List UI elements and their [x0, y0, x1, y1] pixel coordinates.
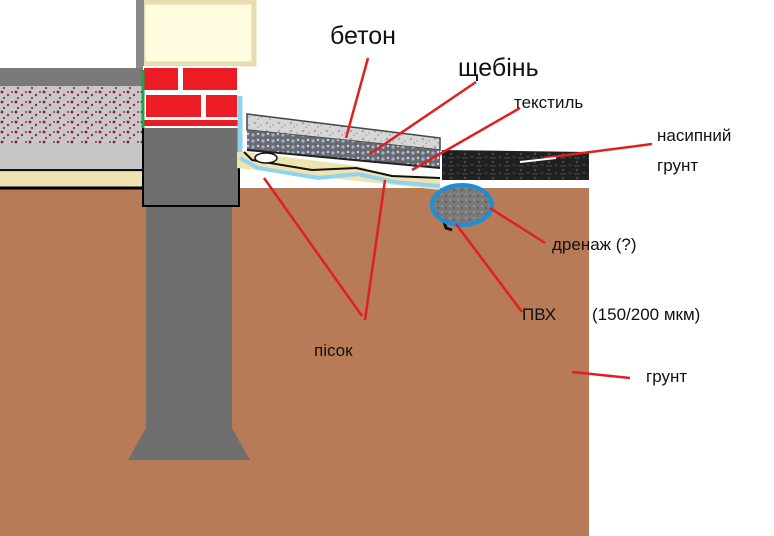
foundation-column — [128, 126, 250, 460]
label-fill-soil-2: грунт — [657, 156, 698, 175]
small-pipe — [254, 152, 278, 164]
window-frame — [140, 0, 257, 67]
label-textile: текстиль — [514, 93, 583, 112]
floor-slab-sand — [0, 172, 146, 188]
label-pvc: ПВХ — [522, 305, 556, 324]
label-gravel: щебінь — [458, 54, 539, 82]
drainage-pipe — [430, 183, 494, 227]
label-fill-soil-1: насипний — [657, 126, 731, 145]
foundation-top — [142, 125, 240, 207]
leader-lines — [262, 57, 653, 380]
soil-ground — [0, 188, 589, 536]
gravel-layer — [247, 130, 440, 168]
floor-slab-insulation — [0, 86, 146, 144]
label-sand: пісок — [314, 341, 353, 360]
textile-line — [246, 149, 441, 169]
label-soil: грунт — [646, 367, 687, 386]
pvc-membrane — [239, 156, 441, 188]
label-pvc-thickness: (150/200 мкм) — [592, 305, 700, 324]
label-concrete: бетон — [330, 22, 396, 50]
label-drainage: дренаж (?) — [552, 235, 637, 254]
floor-slab-base — [0, 144, 146, 172]
floor-slab-top — [0, 68, 146, 86]
brick-wall — [143, 66, 239, 128]
